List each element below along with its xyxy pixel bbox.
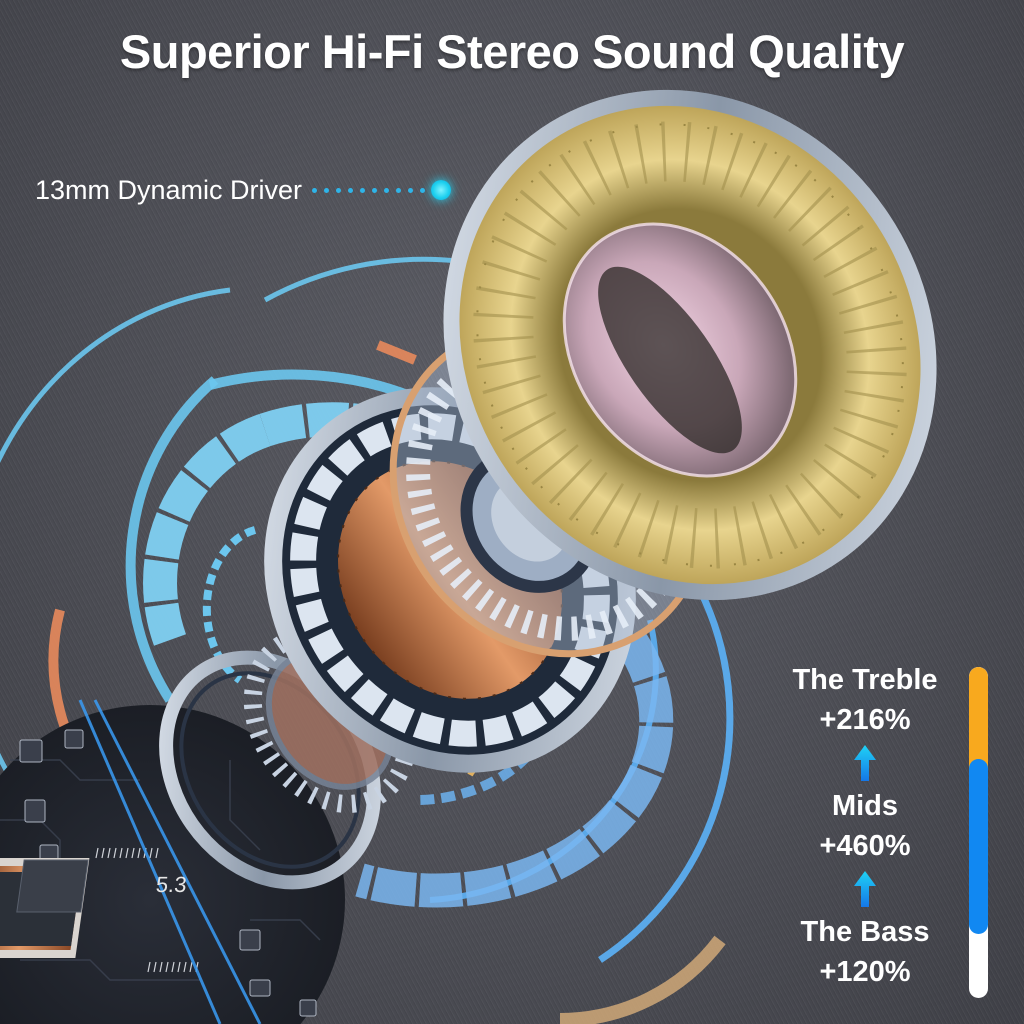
arrow-up-icon	[770, 740, 960, 786]
bass-value: +120%	[819, 956, 911, 988]
frequency-level-bar	[969, 667, 988, 998]
treble-label: The Treble	[792, 664, 938, 696]
treble-segment	[969, 667, 988, 777]
bluetooth-version-label: 5.3	[154, 872, 188, 897]
pcb-board	[0, 705, 345, 1024]
mids-label: Mids	[831, 790, 899, 822]
callout-anchor-dot-icon	[431, 180, 452, 200]
driver-callout-label: 13mm Dynamic Driver	[35, 174, 303, 205]
driver-callout: 13mm Dynamic Driver	[35, 170, 452, 210]
bass-label: The Bass	[800, 916, 930, 948]
page-title: Superior Hi-Fi Stereo Sound Quality	[119, 25, 905, 78]
mids-value: +460%	[819, 830, 911, 862]
dotted-leader-line	[312, 187, 426, 193]
driver-diaphragm-gold	[443, 89, 937, 601]
bluetooth-chip	[0, 847, 199, 973]
mids-segment	[969, 759, 988, 934]
hud-rings	[0, 256, 734, 1024]
arrow-up-icon	[770, 866, 960, 912]
frequency-boost-panel: The Treble +216% Mids +460% The Bass +12…	[770, 660, 960, 992]
treble-value: +216%	[819, 704, 911, 736]
